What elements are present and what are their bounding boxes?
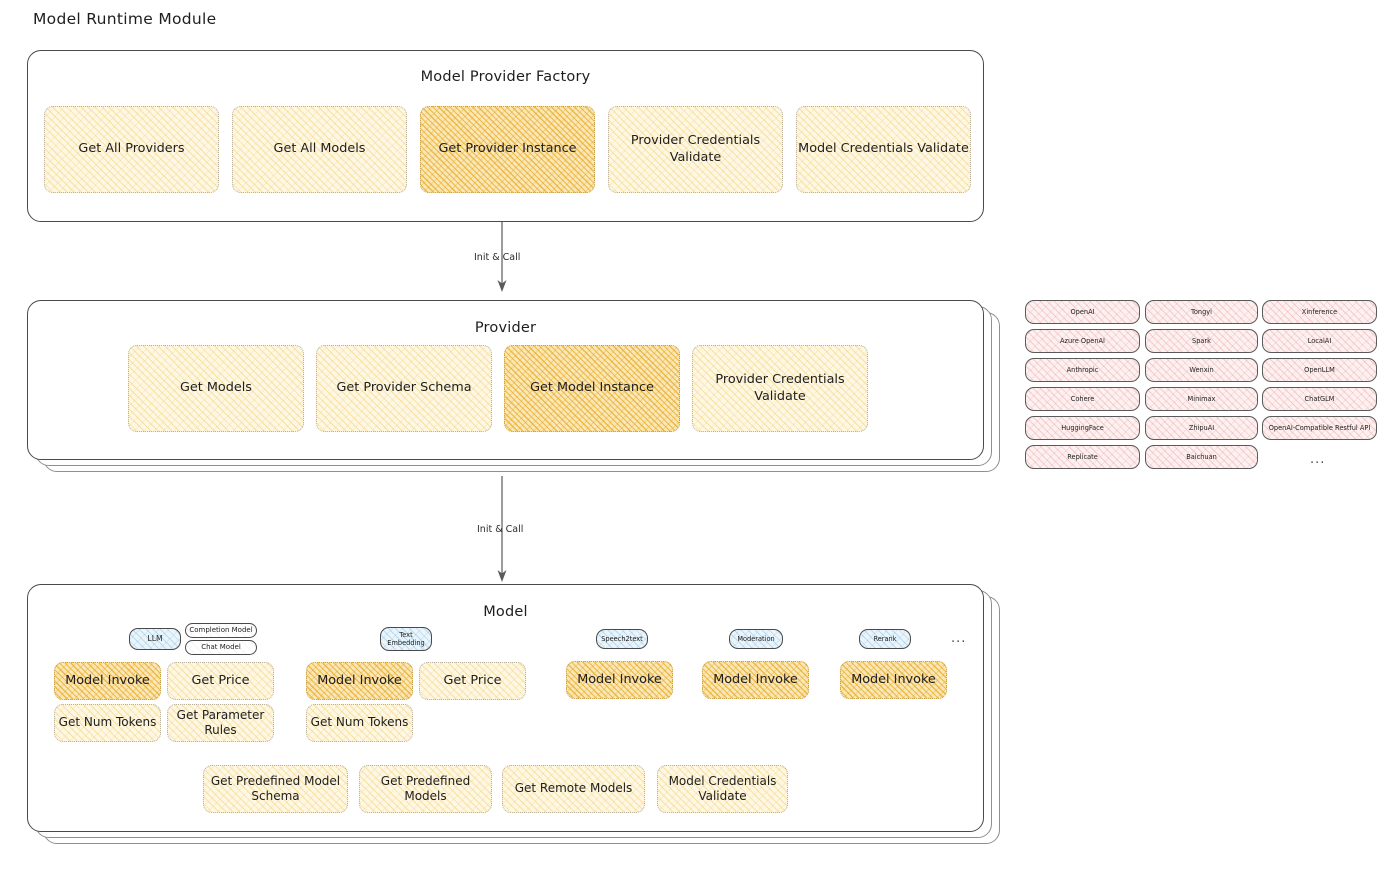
model-title: Model [483, 604, 528, 620]
factory-node-model-credentials-validate[interactable]: Model Credentials Validate [796, 106, 971, 193]
text-embedding-op-model-invoke[interactable]: Model Invoke [306, 662, 413, 700]
factory-node-provider-credentials-validate[interactable]: Provider Credentials Validate [608, 106, 783, 193]
connector-label-init-and-call-2: Init & Call [477, 524, 524, 535]
provider-chip-localai[interactable]: LocalAI [1262, 329, 1377, 353]
provider-chip-minimax[interactable]: Minimax [1145, 387, 1258, 411]
factory-node-get-provider-instance[interactable]: Get Provider Instance [420, 106, 595, 193]
model-op-get-remote-models[interactable]: Get Remote Models [502, 765, 645, 813]
model-subtag-completion-model[interactable]: Completion Model [185, 623, 257, 638]
model-type-tag-speech2text[interactable]: Speech2text [596, 629, 648, 649]
provider-chip-cohere[interactable]: Cohere [1025, 387, 1140, 411]
moderation-op-model-invoke[interactable]: Model Invoke [702, 661, 809, 699]
provider-chip-openai[interactable]: OpenAI [1025, 300, 1140, 324]
factory-node-get-all-providers[interactable]: Get All Providers [44, 106, 219, 193]
factory-node-get-all-models[interactable]: Get All Models [232, 106, 407, 193]
provider-node-get-model-instance[interactable]: Get Model Instance [504, 345, 680, 432]
model-type-tag-llm[interactable]: LLM [129, 628, 181, 650]
provider-title: Provider [474, 320, 537, 336]
model-op-get-predefined-model-schema[interactable]: Get Predefined Model Schema [203, 765, 348, 813]
provider-chip-xinference[interactable]: Xinference [1262, 300, 1377, 324]
rerank-op-model-invoke[interactable]: Model Invoke [840, 661, 947, 699]
provider-node-provider-credentials-validate[interactable]: Provider Credentials Validate [692, 345, 868, 432]
provider-chip-zhipuai[interactable]: ZhipuAI [1145, 416, 1258, 440]
connector-label-init-and-call-1: Init & Call [474, 252, 521, 263]
model-types-more-ellipsis: ... [951, 631, 967, 646]
provider-chip-replicate[interactable]: Replicate [1025, 445, 1140, 469]
llm-op-get-parameter-rules[interactable]: Get Parameter Rules [167, 704, 274, 742]
llm-op-get-price[interactable]: Get Price [167, 662, 274, 700]
provider-chip-openllm[interactable]: OpenLLM [1262, 358, 1377, 382]
model-provider-factory-title: Model Provider Factory [420, 69, 591, 85]
provider-chip-huggingface[interactable]: HuggingFace [1025, 416, 1140, 440]
text-embedding-op-get-price[interactable]: Get Price [419, 662, 526, 700]
model-type-tag-rerank[interactable]: Rerank [859, 629, 911, 649]
provider-list-more-ellipsis: ... [1310, 452, 1326, 467]
provider-chip-azure-openai[interactable]: Azure OpenAI [1025, 329, 1140, 353]
model-op-model-credentials-validate[interactable]: Model Credentials Validate [657, 765, 788, 813]
model-subtag-chat-model[interactable]: Chat Model [185, 640, 257, 655]
text-embedding-op-get-num-tokens[interactable]: Get Num Tokens [306, 704, 413, 742]
llm-op-model-invoke[interactable]: Model Invoke [54, 662, 161, 700]
provider-chip-baichuan[interactable]: Baichuan [1145, 445, 1258, 469]
model-type-tag-moderation[interactable]: Moderation [729, 629, 783, 649]
provider-chip-chatglm[interactable]: ChatGLM [1262, 387, 1377, 411]
provider-chip-openai-compatible-restful-api[interactable]: OpenAI-Compatible Restful API [1262, 416, 1377, 440]
connector-factory-to-provider [497, 222, 507, 292]
connector-provider-to-model [497, 476, 507, 582]
provider-chip-tongyi[interactable]: Tongyi [1145, 300, 1258, 324]
provider-node-get-models[interactable]: Get Models [128, 345, 304, 432]
model-op-get-predefined-models[interactable]: Get Predefined Models [359, 765, 492, 813]
llm-op-get-num-tokens[interactable]: Get Num Tokens [54, 704, 161, 742]
provider-chip-spark[interactable]: Spark [1145, 329, 1258, 353]
provider-chip-wenxin[interactable]: Wenxin [1145, 358, 1258, 382]
model-type-tag-text-embedding[interactable]: Text Embedding [380, 627, 432, 651]
provider-node-get-provider-schema[interactable]: Get Provider Schema [316, 345, 492, 432]
page-title: Model Runtime Module [33, 10, 217, 28]
speech2text-op-model-invoke[interactable]: Model Invoke [566, 661, 673, 699]
provider-chip-anthropic[interactable]: Anthropic [1025, 358, 1140, 382]
